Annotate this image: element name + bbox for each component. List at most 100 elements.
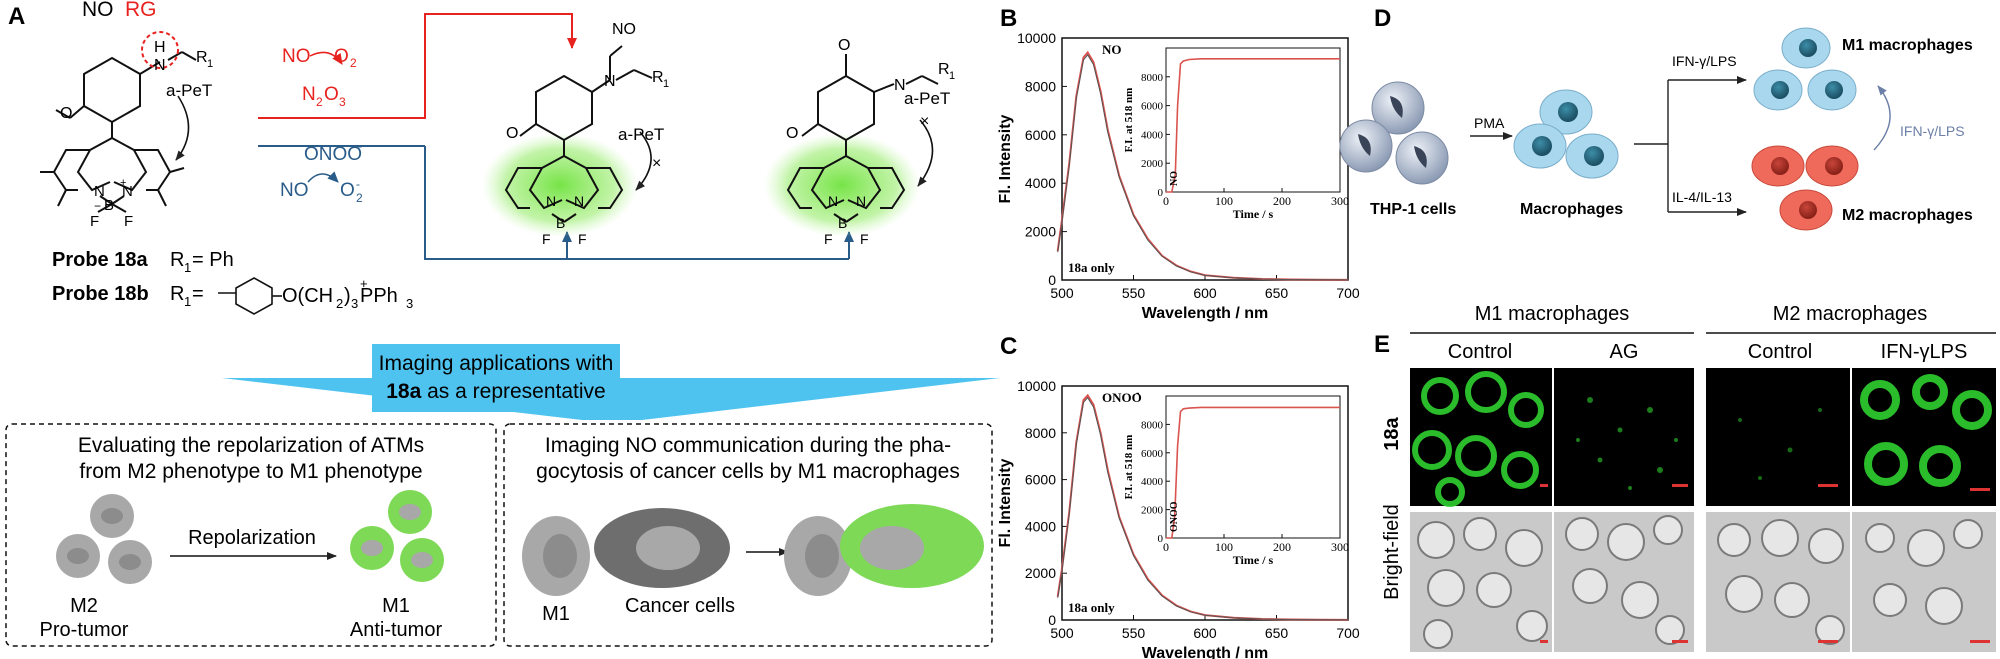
quinone-r1: R [938,61,950,78]
n2o3-n: N [302,84,316,105]
x-tick-label: 550 [1122,625,1146,641]
probe-18b-sub2: 2 [336,296,343,311]
fluor-m2-control [1706,368,1850,506]
scale-bar-4 [1970,488,1990,491]
n-atom: N [154,57,166,74]
nitroso-n3: N [546,193,556,209]
nitroso-f2: F [578,231,587,247]
probe-18b-sub4: 3 [406,296,413,311]
apet-arrow-3 [917,119,934,187]
inset-y-tick-label: 2000 [1141,158,1164,170]
probe-18b-name: Probe 18b [52,283,149,305]
apet-arrow-1 [175,95,190,161]
series-line-1 [1057,396,1349,621]
inset-frame [1165,395,1341,539]
x-axis-label: Wavelength / nm [1142,305,1269,322]
thp1-label: THP-1 cells [1370,201,1456,218]
box-left-border [5,423,497,647]
applications-banner: Imaging applications with 18a as a repre… [222,344,1000,420]
m1-macrophages-cells [1753,27,1857,111]
peak-annotation-sup: - [1136,388,1139,399]
series-line-1 [1057,54,1349,281]
col-header-3: IFN-γLPS [1881,341,1968,363]
banner-line1: Imaging applications with [379,352,614,375]
inset-series-line [1166,406,1340,539]
n2o3-2: 2 [316,95,323,109]
ifn-lps-top: IFN-γ/LPS [1672,53,1737,69]
y-tick-label: 0 [1048,612,1056,628]
n2o3-3: 3 [339,95,346,109]
panel-d: D THP-1 cells PMA Macrophages IFN-γ/LPS … [1339,5,1973,231]
fluorine-1: F [90,213,99,230]
probe-18b-plus: + [360,276,368,291]
inset-annotation: ONOO [1169,501,1180,532]
banner-box [372,344,620,412]
y-tick-label: 6000 [1025,127,1056,143]
ifn-lps-side: IFN-γ/LPS [1900,123,1965,139]
scale-bar-7 [1818,640,1838,643]
repolarization-label: Repolarization [188,527,316,549]
m1-desc: Anti-tumor [350,619,443,641]
inset-x-tick-label: 100 [1215,540,1233,554]
inset-y-tick-label: 6000 [1141,101,1164,113]
probe-18b-ring [235,277,273,315]
panel-label-e: E [1374,331,1390,358]
scale-bar-3 [1818,484,1838,487]
apet-label-2: a-PeT [618,125,664,144]
quinone-f1: F [824,231,833,247]
nitroso-n: N [604,73,616,90]
bond-me-r [169,167,185,173]
probe-18b-tail: O(CH [282,285,333,307]
inset-x-tick-label: 300 [1331,194,1349,208]
il4-label: IL-4/IL-13 [1672,189,1732,205]
x-axis-label: Wavelength / nm [1142,645,1269,659]
n-right: N [122,183,133,200]
probe-18b-tail2: ) [344,285,351,307]
bodipy-right [111,137,148,192]
y-tick-label: 10000 [1017,378,1056,394]
no-label: NO [82,0,114,21]
o2-sub: 2 [350,56,357,70]
benzene-ring [83,56,141,124]
y-tick-label: 2000 [1025,224,1056,240]
green-glow-2 [764,133,920,237]
m1-header: M1 macrophages [1475,303,1630,325]
nitroso-product [504,45,653,223]
apet-label-3: a-PeT [904,89,950,108]
pma-label: PMA [1474,115,1505,131]
bond-bn-l [99,195,113,205]
rg-label: RG [125,0,157,21]
probe-18a-sub: 1 [184,260,191,275]
green-glow-1 [482,133,638,237]
x-tick-label: 700 [1336,625,1360,641]
nitroso-r1: R [652,69,664,86]
inset-y-tick-label: 8000 [1141,72,1164,84]
panel-label-c: C [1000,333,1017,360]
inset-x-tick-label: 300 [1331,540,1349,554]
col-header-0: Control [1448,341,1512,363]
m2-macrophages-cells [1751,145,1859,231]
onoo-label: ONOO [304,144,362,165]
nitroso-r1-sub: 1 [663,78,669,90]
scale-bar-6 [1672,640,1688,643]
box-right-cancer: Cancer cells [625,595,735,617]
bodipy-left [76,137,113,192]
bond-me-rb [157,189,167,207]
inset-annotation: NO [1169,171,1180,186]
probe-18b-sub3: 3 [351,296,358,311]
bond-ome [69,105,85,119]
x-tick-label: 650 [1265,285,1289,301]
quinone-n: N [894,77,906,94]
cancer-cell-green-nucleus [860,526,924,570]
o2m-label: O [340,180,355,201]
inset-x-tick-label: 0 [1163,194,1169,208]
row-label-18a: 18a [1381,416,1403,450]
fluorine-2: F [124,213,133,230]
nitroso-f1: F [542,231,551,247]
bond-bf-r [111,203,127,213]
repolarization-box: Evaluating the repolarization of ATMs fr… [5,423,497,647]
box-left-line2: from M2 phenotype to M1 phenotype [79,460,422,483]
inset-x-tick-label: 100 [1215,194,1233,208]
